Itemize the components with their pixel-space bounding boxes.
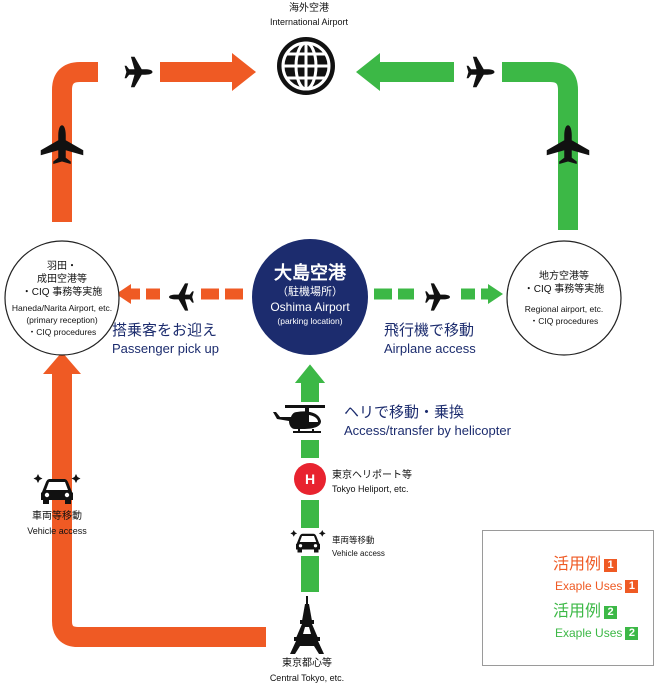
- airplane-access-ja: 飛行機で移動: [384, 322, 475, 339]
- airplane-icon: [169, 283, 194, 311]
- airplane-icon: [425, 283, 450, 311]
- oshima-ja-1: 大島空港: [274, 263, 346, 283]
- car-icon: [290, 530, 326, 553]
- legend-2-en-num: 2: [625, 627, 639, 640]
- oshima-node: [252, 239, 368, 355]
- legend-1-num: 1: [604, 559, 618, 572]
- central-tokyo-en: Central Tokyo, etc.: [269, 673, 345, 683]
- haneda-en-2: (primary reception): [26, 315, 98, 325]
- airplane-access-en: Airplane access: [384, 341, 476, 356]
- regional-en-2: ・CIQ procedures: [529, 316, 599, 326]
- legend-2-num: 2: [604, 606, 618, 619]
- pickup-en: Passenger pick up: [112, 341, 219, 356]
- regional-ja-2: ・CIQ 事務等実施: [523, 284, 605, 295]
- vehicle-left-en: Vehicle access: [27, 526, 87, 536]
- intl-airport-en: International Airport: [269, 17, 349, 27]
- haneda-ja-3: ・CIQ 事務等実施: [21, 287, 103, 298]
- heliport-ja: 東京ヘリポート等: [332, 470, 412, 481]
- legend-2-ja: 活用例: [553, 603, 602, 620]
- haneda-en-1: Haneda/Narita Airport, etc.: [11, 303, 113, 313]
- central-tokyo-ja: 東京都心等: [282, 658, 332, 669]
- oshima-en-2: (parking location): [277, 316, 343, 326]
- airplane-icon: [466, 56, 495, 88]
- legend-box: [482, 530, 654, 666]
- haneda-ja-2: 成田空港等: [37, 274, 87, 285]
- haneda-node: [4, 240, 120, 356]
- pickup-ja: 搭乗客をお迎え: [112, 322, 218, 339]
- intl-airport-ja: 海外空港: [289, 3, 329, 14]
- legend-1-en: Exaple Uses: [555, 579, 623, 593]
- heliport-badge-letter: H: [304, 471, 316, 487]
- oshima-ja-2: （駐機場所）: [277, 286, 343, 298]
- vehicle-center-ja: 車両等移動: [332, 535, 375, 545]
- regional-en-1: Regional airport, etc.: [524, 304, 604, 314]
- regional-node: [506, 240, 622, 356]
- legend-1-en-num: 1: [625, 580, 639, 593]
- regional-ja-1: 地方空港等: [539, 271, 589, 282]
- airplane-icon: [40, 125, 84, 164]
- vehicle-center-en: Vehicle access: [332, 549, 385, 558]
- legend-1-ja: 活用例: [553, 556, 602, 573]
- oshima-en-1: Oshima Airport: [270, 300, 350, 314]
- helicopter-icon: [273, 405, 325, 433]
- airplane-icon: [546, 125, 590, 164]
- orange-route: [43, 53, 266, 647]
- tokyo-tower-icon: [290, 596, 324, 654]
- haneda-ja-1: 羽田・: [47, 261, 77, 272]
- green-route: [294, 53, 578, 592]
- globe-icon: [277, 37, 335, 95]
- helicopter-ja: ヘリで移動・乗換: [344, 404, 465, 421]
- heliport-badge: [294, 463, 326, 495]
- helicopter-en: Access/transfer by helicopter: [344, 423, 511, 438]
- heliport-en: Tokyo Heliport, etc.: [332, 484, 409, 494]
- haneda-en-3: ・CIQ procedures: [27, 327, 97, 337]
- vehicle-left-ja: 車両等移動: [32, 511, 82, 522]
- legend-2-en: Exaple Uses: [555, 626, 623, 640]
- airplane-icon: [124, 56, 153, 88]
